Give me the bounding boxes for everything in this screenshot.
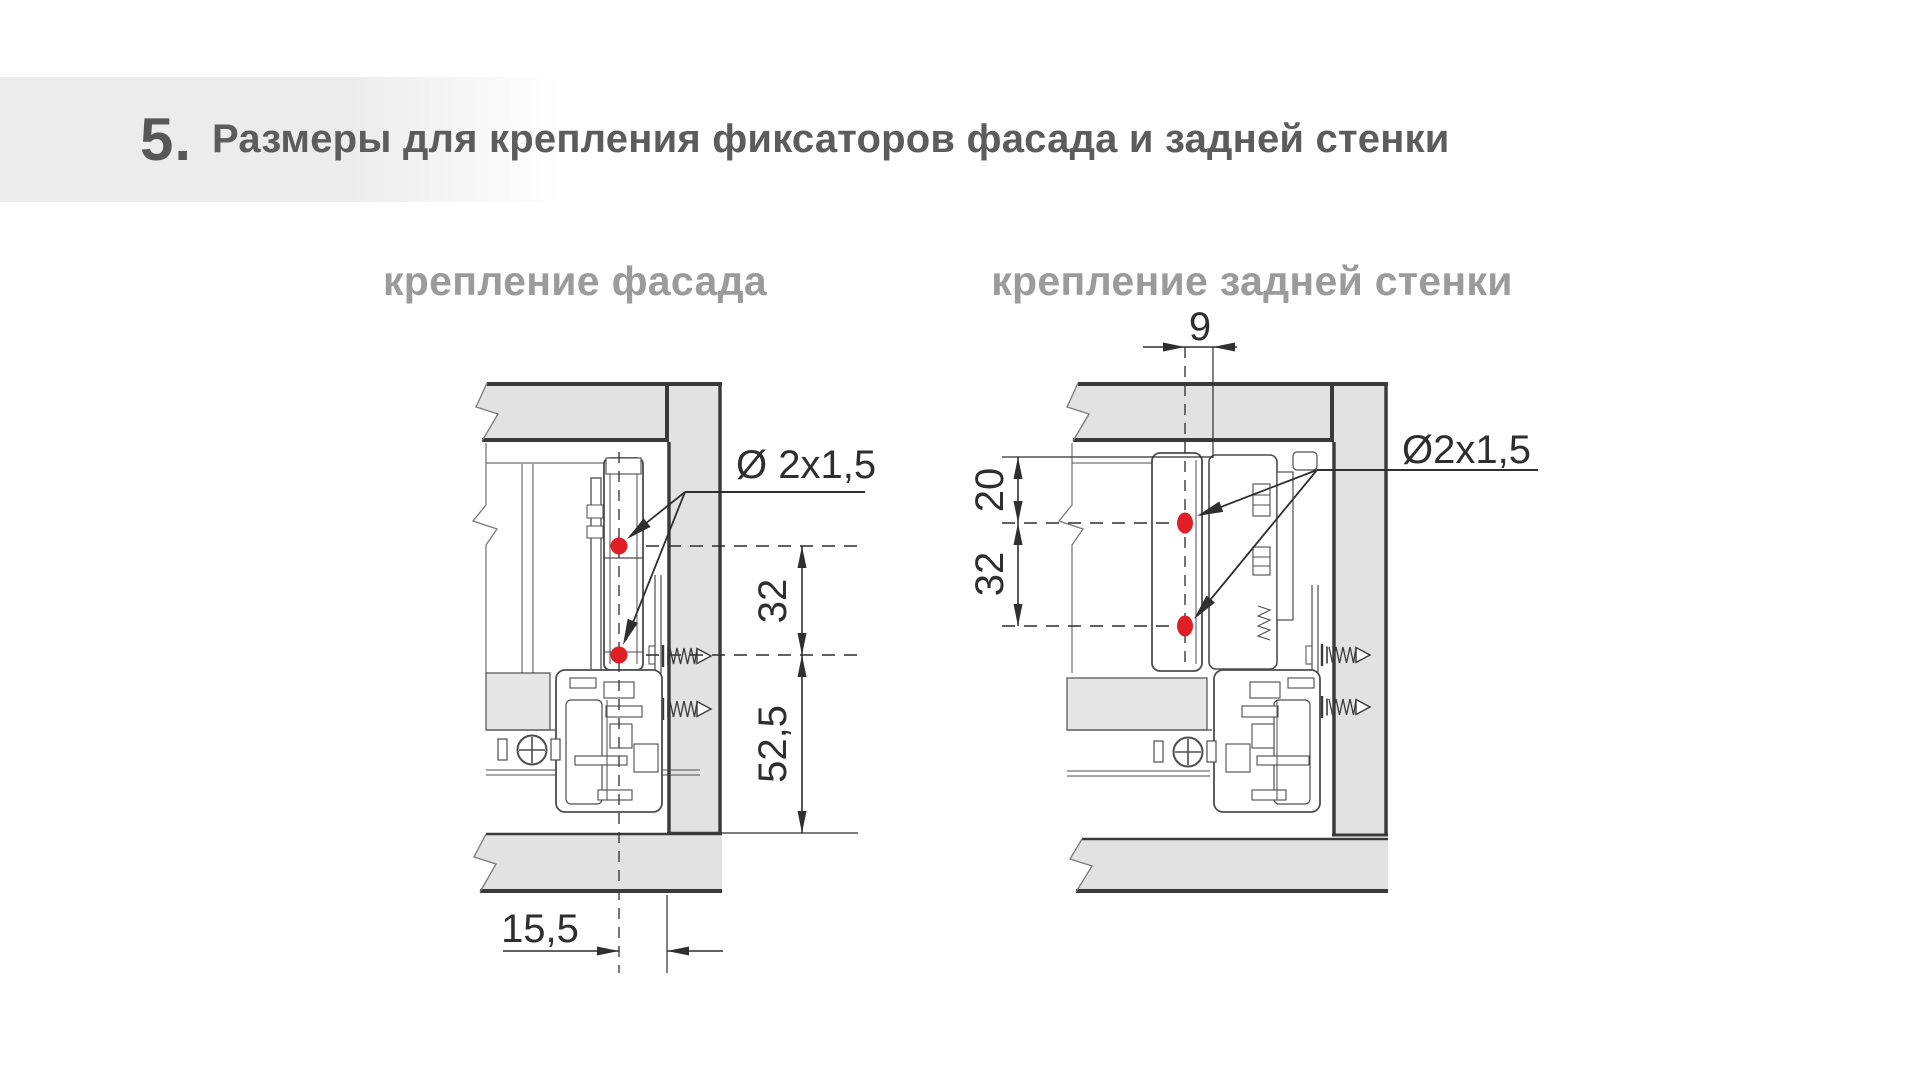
back-lock-mechanism <box>1066 669 1321 813</box>
facade-dim-52-5: 52,5 <box>751 655 807 833</box>
mounting-hole-dot <box>610 646 628 664</box>
mounting-hole-dot <box>610 537 628 555</box>
back-wall-fixator <box>1072 451 1318 672</box>
back-dim-32: 32 <box>968 523 1023 626</box>
dim-label-52-5: 52,5 <box>751 705 795 783</box>
back-hole-callout: Ø2x1,5 <box>1189 428 1538 623</box>
facade-fixator <box>586 457 644 723</box>
back-bottom-panel <box>1070 838 1388 893</box>
facade-break-lines <box>471 382 499 893</box>
back-dim-20: 20 <box>968 457 1023 523</box>
dim-label-32: 32 <box>751 579 795 624</box>
dim-label-32: 32 <box>968 552 1012 597</box>
facade-hole-callout: Ø 2x1,5 <box>617 443 876 648</box>
facade-bottom-panel <box>474 833 722 893</box>
dim-label-hole: Ø 2x1,5 <box>736 443 876 487</box>
section-number: 5. <box>140 106 193 173</box>
back-side-panel <box>1332 382 1388 835</box>
facade-dim-32: 32 <box>751 546 807 655</box>
mounting-hole-dot <box>1177 512 1193 534</box>
dim-label-20: 20 <box>968 468 1012 513</box>
facade-drawer-side <box>486 462 604 688</box>
back-break-lines <box>1057 382 1093 893</box>
facade-dim-15-5: 15,5 <box>501 895 723 973</box>
dim-label-9: 9 <box>1189 305 1211 349</box>
facade-ref-lines <box>646 545 858 656</box>
mounting-hole-dot <box>1177 615 1193 637</box>
facade-front-panel <box>667 382 722 833</box>
section-title: Размеры для крепления фиксаторов фасада … <box>212 117 1450 161</box>
facade-top-panel <box>476 382 667 442</box>
section-header: 5. Размеры для крепления фиксаторов фаса… <box>140 77 1450 202</box>
back-dim-9: 9 <box>1143 305 1237 352</box>
dim-label-hole: Ø2x1,5 <box>1402 428 1531 472</box>
facade-panel-borders <box>480 382 722 893</box>
caption-facade: крепление фасада <box>382 258 767 304</box>
back-ref-lines <box>1002 522 1172 627</box>
facade-lock-mechanism <box>485 669 700 813</box>
back-wall-drawing: 9 20 32 Ø2x1,5 <box>968 305 1538 893</box>
back-panel-borders <box>1073 382 1388 893</box>
caption-back-wall: крепление задней стенки <box>991 258 1513 304</box>
facade-drawing: 32 52,5 15,5 Ø 2x1,5 <box>471 382 876 973</box>
back-top-panel <box>1067 382 1332 442</box>
dim-label-15-5: 15,5 <box>501 907 579 951</box>
section-header-band <box>0 77 560 202</box>
